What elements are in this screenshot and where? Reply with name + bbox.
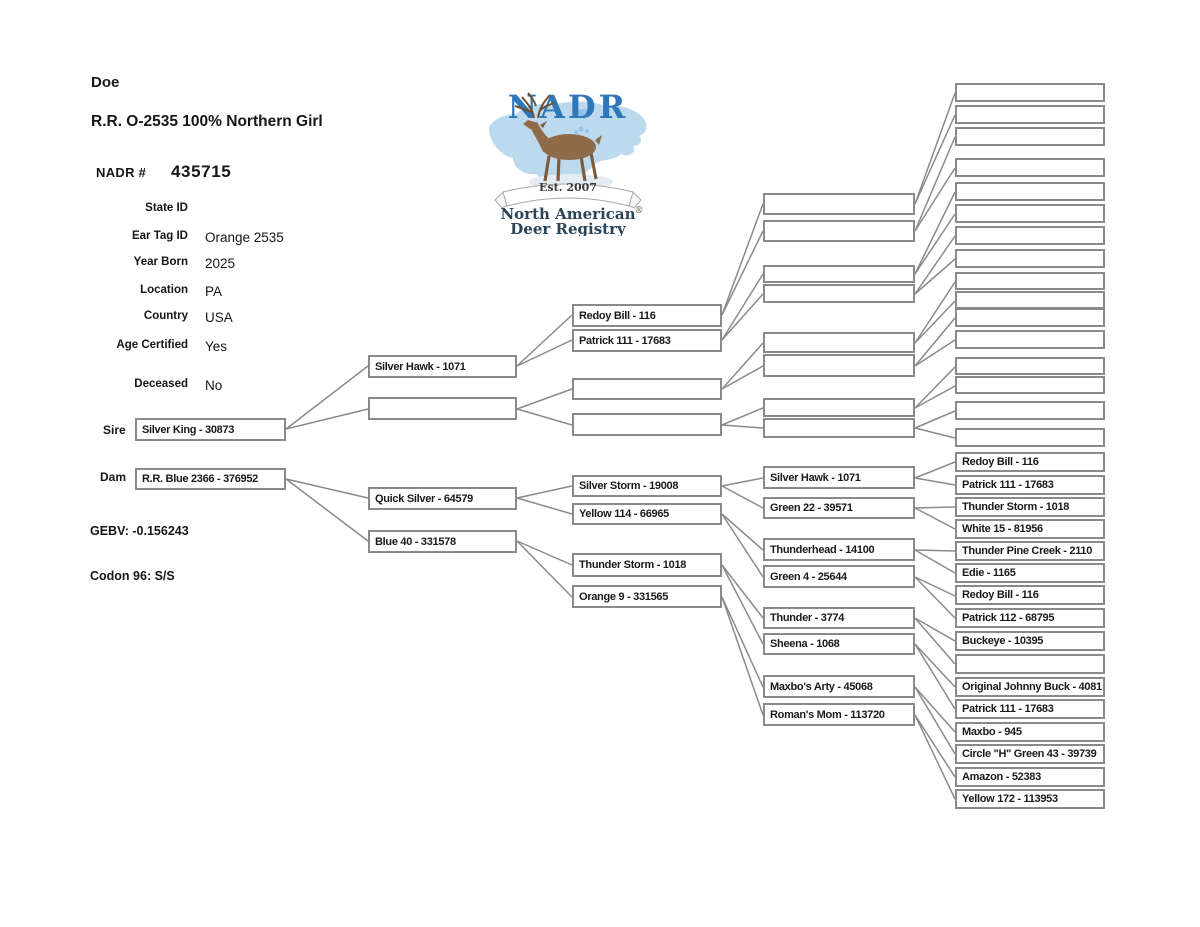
pedigree-box: Edie - 1165 (955, 563, 1105, 583)
pedigree-box: Roman's Mom - 113720 (763, 703, 915, 726)
pedigree-box: Silver Hawk - 1071 (368, 355, 517, 378)
nadr-logo: NADR Est. 2007 ® North American Deer Reg… (489, 88, 647, 236)
pedigree-box: Green 22 - 39571 (763, 497, 915, 519)
pedigree-box-empty (955, 272, 1105, 290)
pedigree-box: Thunder - 3774 (763, 607, 915, 629)
location-label: Location (140, 284, 188, 296)
deceased-label: Deceased (134, 378, 188, 390)
pedigree-box-empty (572, 378, 722, 400)
ear-tag-id-value: Orange 2535 (205, 230, 284, 245)
pedigree-box: Maxbo - 945 (955, 722, 1105, 742)
pedigree-box: Silver Storm - 19008 (572, 475, 722, 497)
gebv-value: GEBV: -0.156243 (90, 524, 189, 538)
pedigree-box-empty (955, 127, 1105, 146)
state-id-label: State ID (145, 202, 188, 214)
animal-name-heading: R.R. O-2535 100% Northern Girl (91, 113, 323, 130)
pedigree-box: Patrick 111 - 17683 (955, 699, 1105, 719)
hudson-bay (578, 109, 591, 119)
pedigree-box: Buckeye - 10395 (955, 631, 1105, 651)
pedigree-box: Blue 40 - 331578 (368, 530, 517, 553)
registered-mark: ® (635, 206, 644, 216)
pedigree-box-empty (368, 397, 517, 420)
pedigree-box: Quick Silver - 64579 (368, 487, 517, 510)
pedigree-box-empty (572, 413, 722, 436)
logo-acronym: NADR (508, 88, 628, 126)
year-born-value: 2025 (205, 256, 236, 271)
location-value: PA (205, 284, 223, 299)
pedigree-box: Silver Hawk - 1071 (763, 466, 915, 489)
age-certified-label: Age Certified (116, 339, 188, 351)
pedigree-box-empty (955, 226, 1105, 245)
pedigree-box-empty (763, 354, 915, 377)
age-certified-value: Yes (205, 339, 228, 354)
pedigree-box-empty (763, 220, 915, 242)
pedigree-box: Patrick 111 - 17683 (572, 329, 722, 352)
pedigree-box-sire: Silver King - 30873 (135, 418, 286, 441)
pedigree-box: Redoy Bill - 116 (955, 452, 1105, 472)
sire-label: Sire (103, 423, 126, 437)
pedigree-box-empty (955, 249, 1105, 268)
pedigree-box: White 15 - 81956 (955, 519, 1105, 539)
year-born-label: Year Born (133, 256, 188, 268)
great-lake (578, 126, 584, 132)
pedigree-box: Redoy Bill - 116 (572, 304, 722, 327)
nadr-number-value: 435715 (171, 162, 232, 181)
pedigree-box-empty (955, 357, 1105, 375)
pedigree-box-empty (763, 332, 915, 353)
codon-96-value: Codon 96: S/S (90, 569, 175, 583)
pedigree-box-empty (763, 284, 915, 303)
pedigree-box-empty (955, 308, 1105, 327)
est-banner: Est. 2007 ® (494, 181, 644, 216)
pedigree-box-empty (763, 193, 915, 215)
great-lake (585, 129, 589, 133)
logo-name-line1: North American (500, 205, 635, 223)
pedigree-box: Circle "H" Green 43 - 39739 (955, 744, 1105, 764)
pedigree-box: Redoy Bill - 116 (955, 585, 1105, 605)
pedigree-box-empty (955, 330, 1105, 349)
pedigree-box: Sheena - 1068 (763, 633, 915, 655)
pedigree-box-empty (955, 428, 1105, 447)
pedigree-box: Yellow 172 - 113953 (955, 789, 1105, 809)
pedigree-box: Yellow 114 - 66965 (572, 503, 722, 525)
pedigree-box-dam: R.R. Blue 2366 - 376952 (135, 468, 286, 490)
country-label: Country (143, 310, 188, 322)
pedigree-box: Maxbo's Arty - 45068 (763, 675, 915, 698)
pedigree-box-empty (955, 83, 1105, 102)
sex-heading: Doe (91, 74, 120, 91)
pedigree-box-empty (955, 376, 1105, 394)
pedigree-box: Amazon - 52383 (955, 767, 1105, 787)
pedigree-box-empty (955, 291, 1105, 309)
pedigree-box-empty (955, 204, 1105, 223)
pedigree-box: Thunderhead - 14100 (763, 538, 915, 561)
dam-label: Dam (100, 470, 127, 484)
pedigree-box-empty (955, 654, 1105, 674)
pedigree-box: Patrick 111 - 17683 (955, 475, 1105, 495)
nadr-number-label: NADR # (96, 165, 147, 180)
pedigree-box: Original Johnny Buck - 4081 (955, 677, 1105, 697)
ear-tag-id-label: Ear Tag ID (131, 230, 188, 242)
logo-name-line2: Deer Registry (510, 220, 627, 236)
great-lake (574, 130, 578, 134)
pedigree-box: Thunder Storm - 1018 (955, 497, 1105, 517)
est-banner-text: Est. 2007 (539, 181, 597, 194)
pedigree-box-empty (763, 398, 915, 417)
pedigree-box: Thunder Pine Creek - 2110 (955, 541, 1105, 561)
pedigree-box-empty (955, 158, 1105, 177)
country-value: USA (205, 310, 233, 325)
pedigree-box-empty (763, 265, 915, 283)
pedigree-box-empty (763, 418, 915, 438)
pedigree-box-empty (955, 105, 1105, 124)
pedigree-box: Green 4 - 25644 (763, 565, 915, 588)
pedigree-box: Orange 9 - 331565 (572, 585, 722, 608)
pedigree-box-empty (955, 401, 1105, 420)
pedigree-box: Patrick 112 - 68795 (955, 608, 1105, 628)
deceased-value: No (205, 378, 223, 393)
pedigree-box: Thunder Storm - 1018 (572, 553, 722, 577)
pedigree-box-empty (955, 182, 1105, 201)
